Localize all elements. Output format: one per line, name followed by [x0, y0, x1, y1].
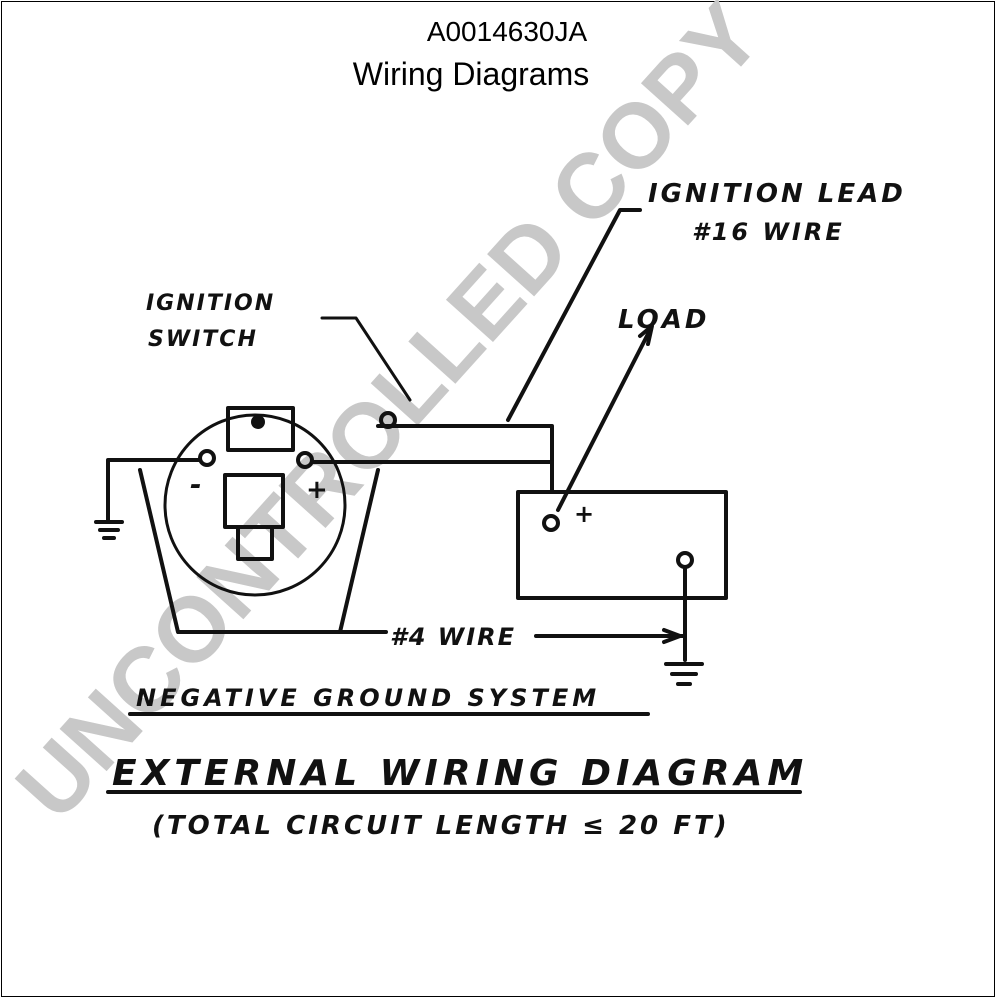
- ignition-lead-wire: [506, 208, 642, 422]
- alternator-mount: [138, 468, 380, 634]
- wire4-label: #4 WIRE: [390, 623, 516, 651]
- load-arrow: [638, 324, 654, 346]
- alternator-regulator-base: [236, 525, 274, 561]
- ignition-switch-label-line1: IGNITION: [146, 291, 275, 316]
- diagram-subtitle: (TOTAL CIRCUIT LENGTH ≤ 20 FT): [152, 811, 730, 841]
- battery-plus-sign: +: [574, 500, 594, 528]
- load-wire: [556, 328, 652, 512]
- battery-positive-post: [542, 514, 560, 532]
- ground-wire-left: [106, 458, 202, 522]
- alternator-circle: [163, 413, 347, 597]
- ignition-switch-terminal: [379, 411, 397, 429]
- system-label: NEGATIVE GROUND SYSTEM: [136, 684, 600, 712]
- alternator-plus-sign: +: [306, 475, 328, 505]
- ignition-lead-label-line1: IGNITION LEAD: [648, 179, 906, 209]
- wire4-arrow: [662, 628, 682, 644]
- ignition-lead-label-line2: #16 WIRE: [692, 218, 845, 246]
- ground-symbol-left: [94, 520, 124, 540]
- alternator-minus-sign: -: [190, 468, 202, 501]
- diagram-title: EXTERNAL WIRING DIAGRAM: [112, 753, 808, 794]
- ignition-switch-label-line2: SWITCH: [148, 327, 258, 352]
- alternator-terminal-block: [226, 406, 295, 452]
- page-title: Wiring Diagrams: [352, 56, 590, 92]
- battery-negative-post: [676, 551, 694, 569]
- output-wire: [310, 424, 554, 464]
- ignition-switch-leader: [320, 316, 412, 402]
- terminal-top: [251, 415, 265, 429]
- ground-symbol-right: [664, 662, 704, 686]
- load-label: LOAD: [618, 305, 709, 335]
- battery: [516, 490, 728, 600]
- terminal-negative: [198, 449, 216, 467]
- document-code: A0014630JA: [426, 16, 588, 47]
